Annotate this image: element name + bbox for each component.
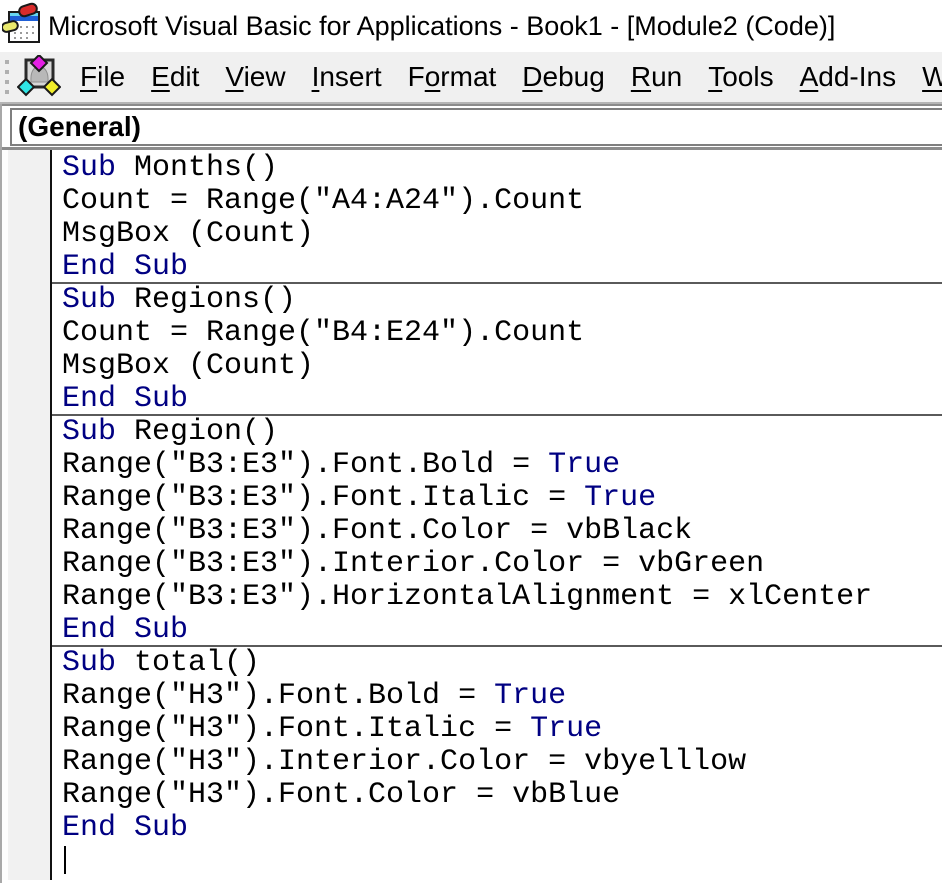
margin-indicator-bar[interactable]: [8, 150, 50, 880]
menu-item-tools[interactable]: Tools: [708, 61, 774, 92]
code-line[interactable]: Sub total(): [62, 646, 261, 680]
menu-item-run[interactable]: Run: [630, 61, 683, 92]
menu-item-edit[interactable]: Edit: [151, 61, 200, 92]
code-line[interactable]: Range("B3:E3").Font.Bold = True: [62, 448, 621, 482]
code-line[interactable]: MsgBox (Count): [62, 349, 315, 383]
code-line[interactable]: Range("B3:E3").Font.Italic = True: [62, 481, 657, 515]
code-line[interactable]: Count = Range("B4:E24").Count: [62, 316, 585, 350]
code-line[interactable]: Sub Regions(): [62, 283, 297, 317]
code-line[interactable]: End Sub: [52, 383, 942, 416]
code-line[interactable]: Count = Range("A4:A24").Count: [62, 184, 585, 218]
code-window: (General) Sub Months()Count = Range("A4:…: [0, 104, 942, 883]
code-editor[interactable]: Sub Months()Count = Range("A4:A24").Coun…: [2, 150, 942, 880]
code-line[interactable]: Range("B3:E3").Interior.Color = vbGreen: [62, 547, 765, 581]
title-bar: Microsoft Visual Basic for Applications …: [0, 0, 942, 52]
code-line[interactable]: MsgBox (Count): [62, 217, 315, 251]
code-line[interactable]: Range("H3").Font.Color = vbBlue: [62, 778, 621, 812]
code-line[interactable]: End Sub: [52, 251, 942, 284]
toolbar-grip-icon[interactable]: [5, 60, 9, 94]
code-line[interactable]: Range("H3").Interior.Color = vbyelllow: [62, 745, 747, 779]
code-line[interactable]: Sub Months(): [62, 151, 279, 185]
code-line[interactable]: End Sub: [62, 811, 189, 845]
dropdown-row: (General): [2, 104, 942, 150]
code-line[interactable]: Range("B3:E3").Font.Color = vbBlack: [62, 514, 693, 548]
menu-item-file[interactable]: File: [80, 61, 126, 92]
code-line[interactable]: Sub Region(): [62, 415, 279, 449]
text-cursor: [64, 846, 66, 875]
vba-project-icon: [17, 55, 61, 97]
menu-item-add-ins[interactable]: Add-Ins: [799, 61, 897, 92]
code-line[interactable]: End Sub: [52, 614, 942, 647]
window-title: Microsoft Visual Basic for Applications …: [48, 10, 836, 41]
window-edge: [2, 150, 8, 880]
menu-item-window[interactable]: Window: [909, 57, 942, 97]
code-line[interactable]: Range("H3").Font.Italic = True: [62, 712, 603, 746]
menu-item-format[interactable]: Format: [407, 61, 497, 92]
object-dropdown[interactable]: (General): [10, 107, 942, 146]
menu-item-debug[interactable]: Debug: [522, 61, 605, 92]
menu-item-view[interactable]: View: [225, 61, 286, 92]
menu-bar: File Edit View Insert Format Debug Run Tools Add…: [0, 52, 942, 104]
menu-items: File Edit View Insert Format Debug Run Tools Add…: [67, 57, 942, 97]
menu-item-insert[interactable]: Insert: [311, 61, 382, 92]
code-line[interactable]: Range("B3:E3").HorizontalAlignment = xlC…: [62, 580, 873, 614]
code-line[interactable]: [52, 845, 942, 878]
vba-form-icon: [2, 2, 40, 43]
code-line[interactable]: Range("H3").Font.Bold = True: [62, 679, 567, 713]
code-pane[interactable]: Sub Months()Count = Range("A4:A24").Coun…: [50, 150, 942, 880]
object-dropdown-value: (General): [18, 110, 141, 142]
